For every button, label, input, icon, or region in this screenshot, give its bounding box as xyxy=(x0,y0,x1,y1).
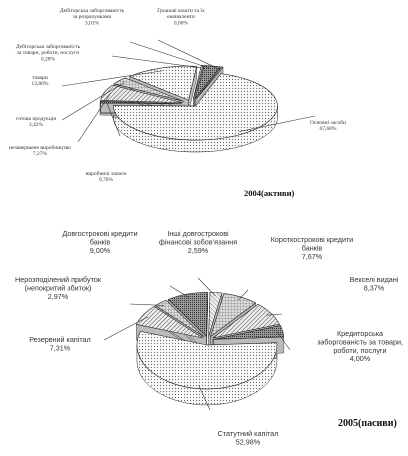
leader-line xyxy=(238,289,249,301)
chart-title-2004: 2004(активи) xyxy=(244,188,295,198)
pie-slice xyxy=(136,331,278,390)
leader-line xyxy=(239,115,316,132)
leader-line xyxy=(266,313,283,316)
leader-line xyxy=(61,82,125,121)
leader-line xyxy=(106,102,121,137)
leader-line xyxy=(111,55,202,69)
chart-title-2005: 2005(пасиви) xyxy=(338,418,397,429)
pie-slice xyxy=(195,66,224,100)
pie-slice xyxy=(99,101,183,105)
pie-slice xyxy=(208,291,223,337)
pie-slice xyxy=(100,84,183,104)
slice-label: Нерозподілений прибуток(непокритий збито… xyxy=(15,275,102,301)
pie-slice xyxy=(213,325,285,340)
leader-line xyxy=(129,41,212,69)
leader-line xyxy=(197,277,216,297)
pie-slice xyxy=(135,306,204,339)
pie-slice xyxy=(167,292,209,338)
pie-slice xyxy=(113,73,278,141)
leader-line xyxy=(61,70,163,87)
leader-line xyxy=(77,93,111,143)
leader-line xyxy=(169,285,189,298)
pie-slice xyxy=(113,77,185,102)
leader-line xyxy=(198,384,211,411)
leader-line xyxy=(276,331,291,351)
leader-line xyxy=(157,39,221,70)
pie-slice xyxy=(154,299,205,338)
pie-slice xyxy=(210,293,257,338)
leader-line xyxy=(103,316,149,341)
pie-slice xyxy=(212,303,280,339)
leader-line xyxy=(129,303,165,306)
